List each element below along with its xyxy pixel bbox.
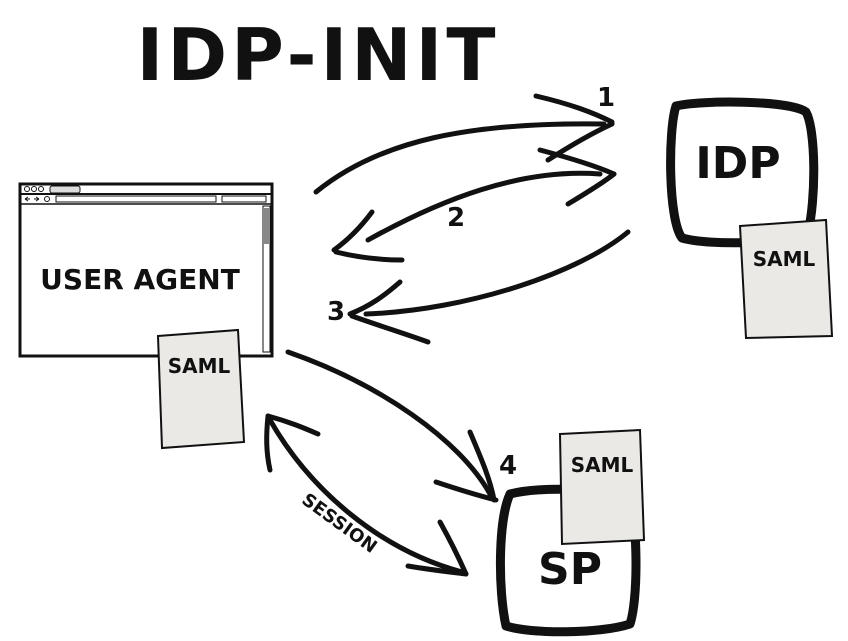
arrow-step-2 <box>331 147 617 263</box>
search-bar <box>221 195 267 203</box>
scrollbar <box>262 205 271 353</box>
arrow-step-3 <box>347 229 631 345</box>
address-bar <box>55 195 217 203</box>
window-minimize-icon <box>31 186 37 192</box>
forward-icon <box>34 196 40 202</box>
scrollbar-thumb <box>264 208 269 244</box>
idp-saml-document: SAML <box>738 218 834 340</box>
window-close-icon <box>24 186 30 192</box>
step-number-3: 3 <box>327 297 345 327</box>
step-number-1: 1 <box>597 83 615 113</box>
sp-label: SP <box>538 544 602 595</box>
step-number-4: 4 <box>499 451 517 481</box>
idp-saml-label: SAML <box>753 247 816 271</box>
user-agent-saml-document: SAML <box>156 328 246 450</box>
diagram-title: IDP-INIT <box>137 13 500 97</box>
idp-label: IDP <box>695 138 780 189</box>
user-agent-window: USER AGENT <box>18 182 274 358</box>
idp-box: IDP <box>666 97 819 248</box>
sp-saml-document: SAML <box>558 428 646 546</box>
arrow-step-1 <box>313 93 615 195</box>
arrow-step-4 <box>285 349 499 503</box>
session-label: SESSION <box>298 489 381 557</box>
window-maximize-icon <box>38 186 44 192</box>
reload-icon <box>44 196 50 202</box>
session-arrow <box>264 413 469 577</box>
sp-saml-label: SAML <box>571 453 634 477</box>
step-number-2: 2 <box>447 203 465 233</box>
user-agent-saml-label: SAML <box>168 354 231 378</box>
user-agent-label: USER AGENT <box>40 263 240 296</box>
back-icon <box>24 196 30 202</box>
browser-tab <box>49 185 81 194</box>
